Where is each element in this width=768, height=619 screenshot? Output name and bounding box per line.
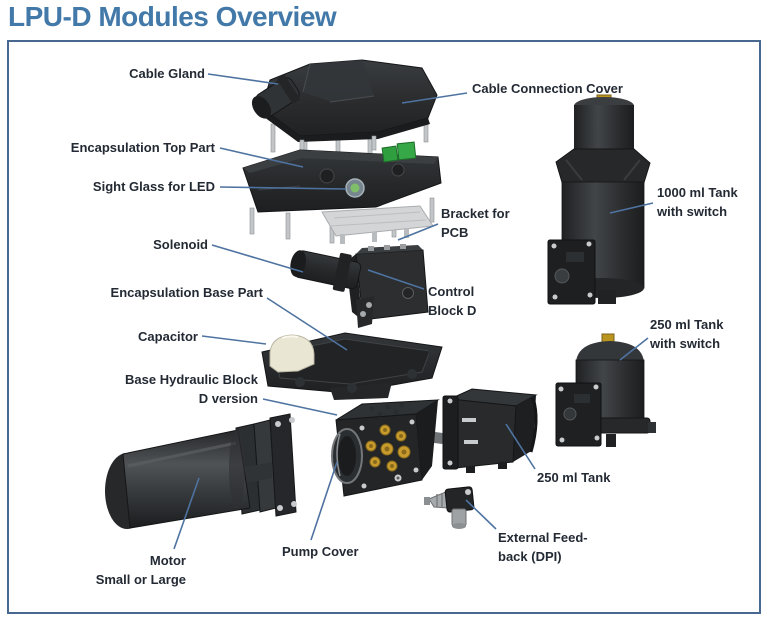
- label-motor: Motor Small or Large: [95, 553, 186, 587]
- label-tank-250ml: 250 ml Tank: [537, 470, 611, 485]
- label-solenoid: Solenoid: [153, 237, 208, 252]
- label-cable-connection-cover: Cable Connection Cover: [472, 81, 623, 96]
- label-encapsulation-base-part: Encapsulation Base Part: [110, 285, 263, 300]
- tank-1000ml-image: [547, 94, 651, 305]
- label-external-feedback: External Feed- back (DPI): [498, 530, 588, 564]
- label-base-hydraulic-block: Base Hydraulic Block D version: [125, 372, 258, 406]
- sight-glass-image: [345, 178, 365, 198]
- leader-motor: [173, 477, 200, 550]
- cable-gland-image: [251, 74, 300, 119]
- bracket-for-pcb-image: [321, 205, 434, 244]
- leader-sight-glass: [219, 186, 347, 190]
- label-pump-cover: Pump Cover: [282, 544, 359, 559]
- base-hydraulic-block-image: [331, 399, 447, 497]
- pcb-image: [381, 141, 417, 163]
- leader-bracket-pcb: [397, 223, 439, 241]
- label-tank-1000ml: 1000 ml Tank with switch: [657, 185, 738, 219]
- leader-tank-1000ml: [609, 202, 654, 214]
- external-feedback-image: [424, 486, 475, 529]
- control-block-d-image: [346, 244, 429, 328]
- leader-encapsulation-top-part: [219, 147, 304, 168]
- leader-tank-250ml: [505, 423, 536, 470]
- leader-tank-250ml-switch: [619, 337, 649, 361]
- leader-control-block-d: [367, 269, 425, 290]
- page-title: LPU-D Modules Overview: [8, 1, 337, 32]
- label-control-block-d: Control Block D: [428, 284, 477, 318]
- label-encapsulation-top-part: Encapsulation Top Part: [70, 140, 215, 155]
- label-tank-250ml-switch: 250 ml Tank with switch: [650, 317, 724, 351]
- leader-capacitor: [201, 335, 267, 345]
- capacitor-image: [269, 334, 315, 373]
- leader-cable-connection-cover: [401, 92, 468, 104]
- label-sight-glass-for-led: Sight Glass for LED: [92, 179, 215, 194]
- tank-250ml-image: [442, 388, 538, 473]
- leader-base-hydraulic-block: [262, 398, 338, 416]
- leader-encapsulation-base-part: [266, 297, 348, 351]
- solenoid-image: [290, 250, 362, 292]
- leader-external-feedback: [465, 499, 497, 530]
- leader-solenoid: [211, 244, 304, 273]
- label-cable-gland: Cable Gland: [129, 66, 205, 81]
- cable-connection-cover-image: [260, 59, 438, 169]
- pump-cover-image: [331, 428, 363, 484]
- leader-lines: [173, 73, 654, 550]
- leader-cable-gland: [207, 73, 279, 85]
- label-bracket-for-pcb: Bracket for PCB: [441, 206, 510, 240]
- label-capacitor: Capacitor: [138, 329, 198, 344]
- tank-250ml-switch-image: [555, 333, 656, 447]
- leader-pump-cover: [310, 461, 338, 541]
- motor-image: [105, 413, 297, 529]
